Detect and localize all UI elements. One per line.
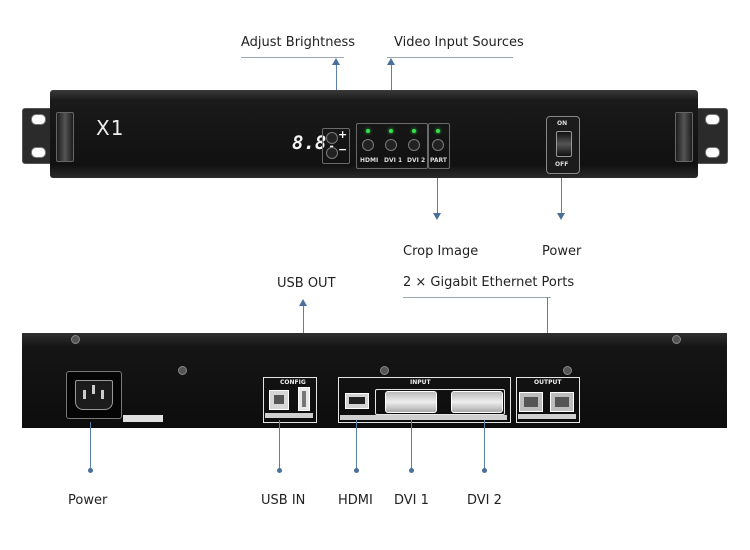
config-port-labels: [265, 413, 313, 418]
part-button-group: [428, 123, 450, 169]
dvi1-leader: [411, 420, 412, 470]
rear-power-label: Power: [68, 493, 108, 508]
minus-icon: −: [338, 143, 348, 156]
dvi1-button[interactable]: [385, 139, 397, 151]
video-input-sources-label: Video Input Sources: [394, 35, 524, 50]
usb-in-leader: [279, 420, 280, 470]
front-chassis: [50, 90, 698, 178]
ethernet-port-1[interactable]: [519, 392, 543, 412]
dvi1-button-label: DVI 1: [384, 157, 403, 164]
hdmi-label: HDMI: [338, 493, 373, 508]
front-panel: X1 8.8. + − HDMI DVI 1 DVI 2 PART ON OFF: [22, 90, 728, 178]
rack-hole: [705, 147, 720, 158]
input-source-group: [356, 123, 428, 169]
adjust-brightness-label: Adjust Brightness: [241, 35, 356, 50]
output-port-box: [516, 377, 580, 423]
usb-b-socket: [274, 395, 284, 404]
adjust-brightness-arrow-icon: [332, 58, 340, 65]
brightness-down-button[interactable]: [326, 147, 338, 159]
crop-image-label: Crop Image: [403, 244, 479, 259]
front-power-label: Power: [542, 244, 582, 259]
power-switch[interactable]: ON OFF: [546, 116, 580, 174]
usb-a-socket: [302, 391, 306, 407]
hdmi-leader: [356, 420, 357, 470]
input-port-labels: [340, 415, 507, 420]
dvi1-dot-icon: [409, 468, 414, 473]
video-input-sources-underline: [387, 57, 513, 58]
ac-pin: [83, 390, 86, 399]
dvi2-button[interactable]: [408, 139, 420, 151]
ac-power-inlet[interactable]: [66, 371, 122, 419]
hdmi-port[interactable]: [345, 393, 369, 409]
usb-in-label: USB IN: [261, 493, 306, 508]
dvi1-label: DVI 1: [394, 493, 429, 508]
brightness-up-button[interactable]: [326, 132, 338, 144]
plus-icon: +: [338, 128, 348, 141]
dvi2-button-label: DVI 2: [407, 157, 426, 164]
rear-power-dot-icon: [88, 468, 93, 473]
rack-hole: [31, 114, 46, 125]
dvi1-led: [389, 129, 393, 133]
screw: [672, 335, 681, 344]
crop-image-leader: [437, 170, 438, 215]
ac-pin: [92, 385, 95, 394]
gigabit-ports-label: 2 × Gigabit Ethernet Ports: [403, 275, 575, 290]
switch-on-label: ON: [557, 120, 568, 127]
part-button-label: PART: [430, 157, 447, 164]
hdmi-dot-icon: [354, 468, 359, 473]
crop-image-arrow-icon: [433, 213, 441, 220]
hdmi-socket: [349, 397, 365, 404]
config-label: CONFIG: [280, 379, 306, 386]
rack-hole: [31, 147, 46, 158]
ethernet-port-2[interactable]: [550, 392, 574, 412]
output-port-labels: [518, 414, 576, 419]
usb-out-label: USB OUT: [277, 276, 336, 291]
output-label: OUTPUT: [534, 379, 562, 386]
config-port-box: [263, 377, 317, 423]
right-handle: [675, 112, 693, 162]
screw: [563, 366, 572, 375]
part-led: [436, 129, 440, 133]
usb-in-port[interactable]: [269, 390, 289, 410]
dvi2-port[interactable]: [451, 391, 503, 413]
hdmi-led: [366, 129, 370, 133]
dvi2-label: DVI 2: [467, 493, 502, 508]
input-label: INPUT: [410, 379, 431, 386]
part-button[interactable]: [432, 139, 444, 151]
input-port-box: [338, 377, 511, 423]
dvi-group-outline: [375, 389, 505, 415]
power-rating-label: [123, 415, 163, 422]
front-power-leader: [561, 172, 562, 215]
dvi2-dot-icon: [482, 468, 487, 473]
rack-hole: [705, 114, 720, 125]
dvi2-leader: [484, 420, 485, 470]
usb-out-arrow-icon: [299, 299, 307, 306]
screw: [71, 335, 80, 344]
gigabit-ports-underline: [403, 297, 551, 298]
rear-chassis: [22, 333, 727, 428]
dvi2-led: [412, 129, 416, 133]
hdmi-button[interactable]: [362, 139, 374, 151]
dvi1-port[interactable]: [385, 391, 437, 413]
switch-off-label: OFF: [555, 161, 569, 168]
ac-pin: [101, 390, 104, 399]
screw: [178, 366, 187, 375]
ac-socket: [75, 380, 113, 410]
power-rocker[interactable]: [556, 131, 572, 157]
rear-power-leader: [90, 422, 91, 470]
front-power-arrow-icon: [557, 213, 565, 220]
brightness-button-group: [322, 128, 350, 164]
usb-out-port[interactable]: [298, 387, 310, 411]
adjust-brightness-underline: [241, 57, 344, 58]
rj45-socket: [555, 397, 569, 407]
left-handle: [56, 112, 74, 162]
right-rack-ear: [696, 108, 728, 164]
device-logo: X1: [96, 116, 125, 140]
rj45-socket: [524, 397, 538, 407]
rear-panel: CONFIG INPUT OUTPUT: [22, 333, 727, 428]
video-input-sources-arrow-icon: [387, 58, 395, 65]
screw: [380, 366, 389, 375]
usb-in-dot-icon: [277, 468, 282, 473]
hdmi-button-label: HDMI: [360, 157, 379, 164]
